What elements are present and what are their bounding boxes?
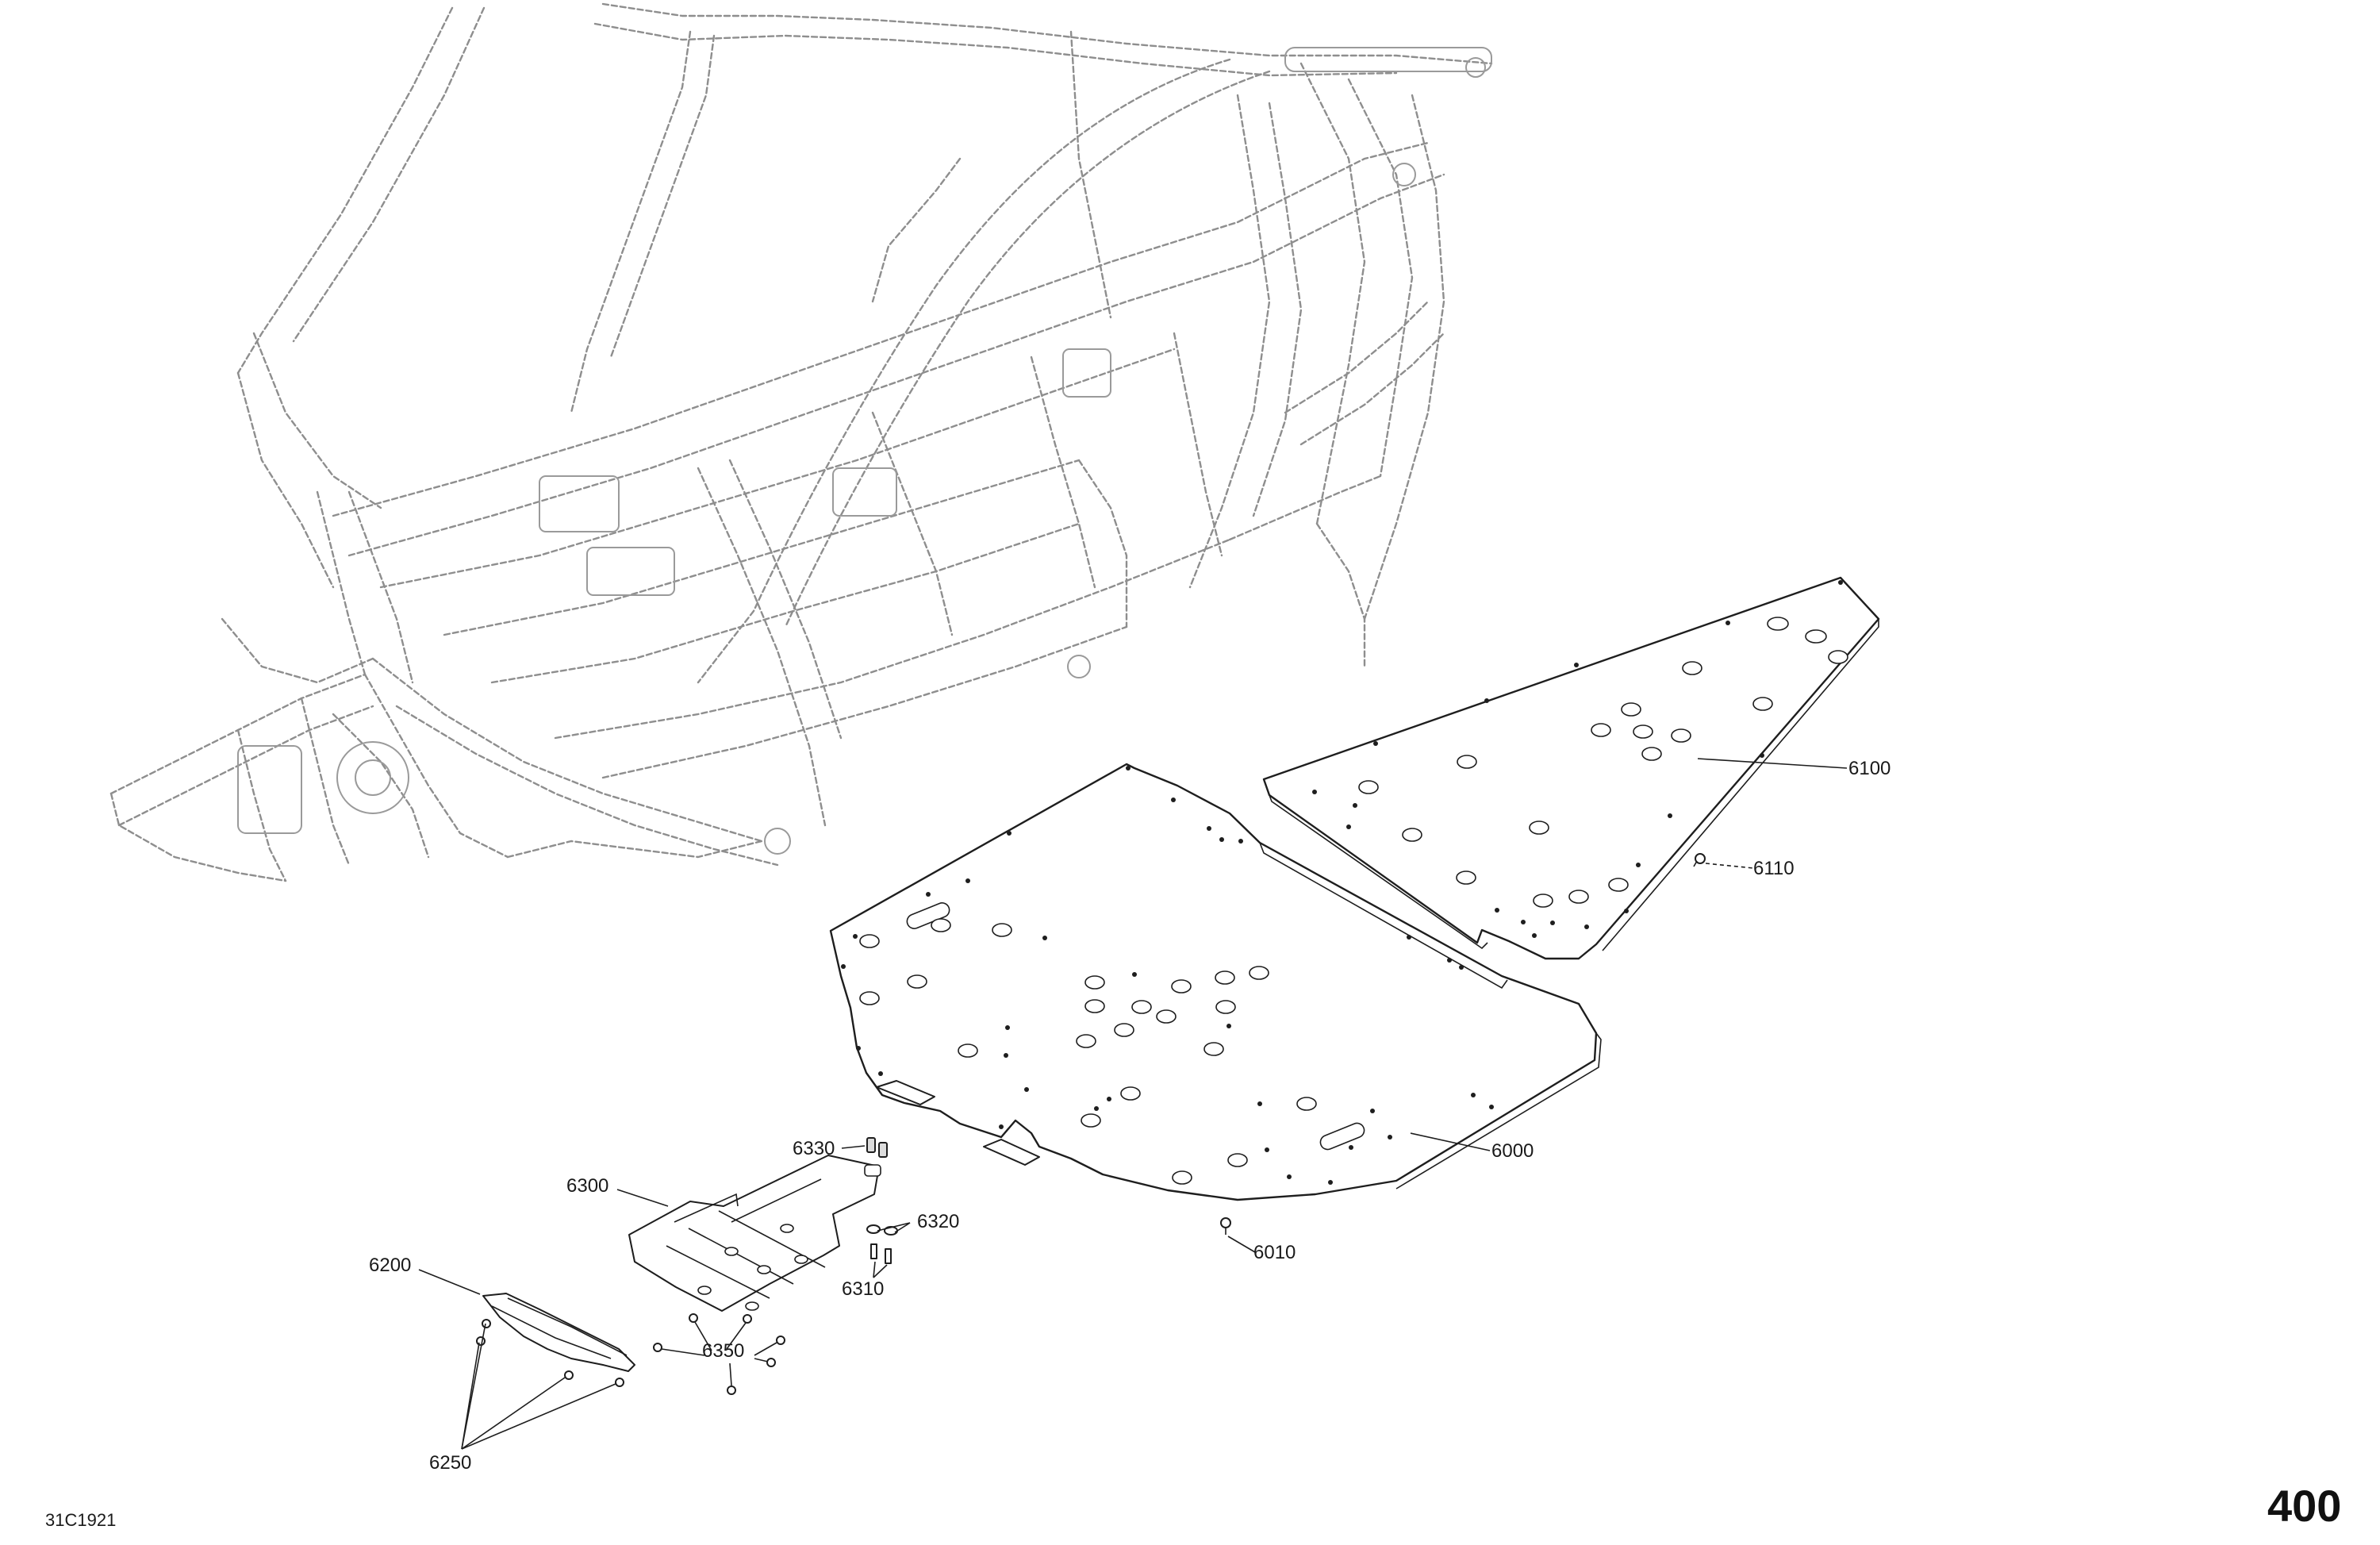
fastener-6310 xyxy=(870,1243,892,1264)
vehicle-frame xyxy=(109,2,1493,882)
main-skid-plate-6000 xyxy=(829,763,1602,1201)
callout-6320: 6320 xyxy=(917,1211,959,1232)
fastener-6250 xyxy=(476,1319,624,1387)
reference-code: 31C1921 xyxy=(45,1510,116,1530)
fastener-6010 xyxy=(1220,1217,1231,1235)
middle-skid-plate-6300 xyxy=(628,1155,881,1312)
callout-6010: 6010 xyxy=(1253,1242,1296,1263)
callout-6100: 6100 xyxy=(1848,758,1891,779)
main-plate-rivets xyxy=(841,766,1494,1185)
callout-6000: 6000 xyxy=(1491,1140,1534,1162)
callout-6310: 6310 xyxy=(842,1278,884,1300)
fastener-6110 xyxy=(1693,853,1706,867)
fastener-6330 xyxy=(866,1137,888,1158)
callout-6300: 6300 xyxy=(566,1175,608,1197)
callout-6200: 6200 xyxy=(369,1255,411,1276)
main-plate-holes xyxy=(859,918,1317,1185)
callout-6250: 6250 xyxy=(429,1452,471,1474)
main-plate-slots xyxy=(906,902,1365,1151)
leader-lines xyxy=(418,758,1848,1450)
rear-plate-holes xyxy=(1358,617,1848,908)
callout-6110: 6110 xyxy=(1753,858,1795,879)
rear-skid-plate-6100 xyxy=(1262,576,1880,960)
callout-6330: 6330 xyxy=(793,1138,835,1159)
page-number: 400 xyxy=(2267,1481,2341,1531)
callout-labels: 6000 6010 6100 6110 6200 6250 6300 6310 … xyxy=(369,758,1891,1474)
rear-plate-rivets xyxy=(1312,580,1843,938)
fastener-6350 xyxy=(653,1313,785,1395)
front-guard-6200 xyxy=(482,1293,635,1372)
callout-6350: 6350 xyxy=(702,1340,744,1362)
